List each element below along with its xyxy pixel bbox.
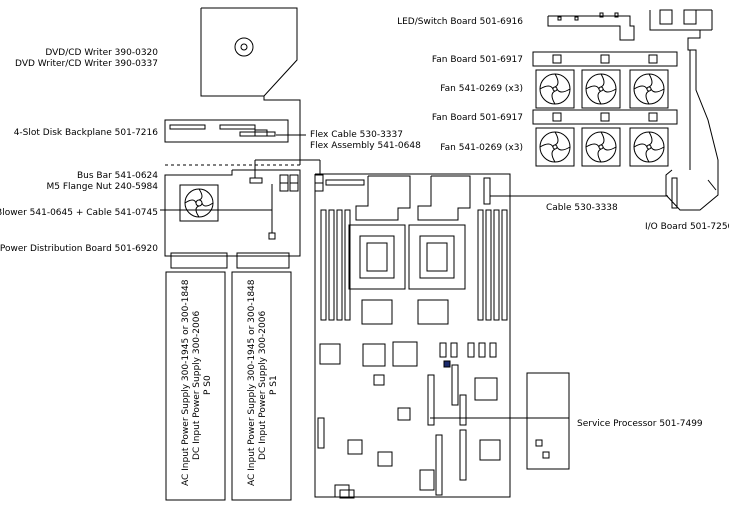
label-fan-board-1: Fan Board 501-6917 [432, 55, 523, 65]
label-fan-2: Fan 541-0269 (x3) [440, 143, 523, 153]
fans-2 [535, 127, 669, 167]
fan-board-2 [532, 109, 678, 125]
led-switch-board [547, 12, 635, 41]
label-bus-bar: Bus Bar 541-0624 [77, 171, 158, 181]
label-ps0-line3: P S0 [203, 375, 213, 395]
fans-1 [535, 69, 669, 109]
label-flex-cable: Flex Cable 530-3337 [310, 130, 403, 140]
label-flex-assembly: Flex Assembly 541-0648 [310, 141, 421, 151]
label-blower: Blower 541-0645 + Cable 541-0745 [0, 208, 158, 218]
disk-backplane [164, 119, 289, 143]
label-io-board: I/O Board 501-7256 [645, 222, 729, 232]
label-dvd-writer-1: DVD/CD Writer 390-0320 [45, 48, 158, 58]
dvd-drive [200, 7, 301, 165]
blower [179, 184, 219, 222]
label-ps1-line3: P S1 [269, 375, 279, 395]
service-processor [526, 372, 570, 470]
label-ps0-line2: DC Input Power Supply 300-2006 [192, 311, 202, 460]
label-fan-1: Fan 541-0269 (x3) [440, 84, 523, 94]
label-disk-backplane: 4-Slot Disk Backplane 501-7216 [14, 128, 159, 138]
fan-board-1 [532, 51, 678, 67]
leader-lines [160, 195, 668, 211]
power-distribution-board [164, 169, 301, 269]
io-board [649, 9, 719, 211]
flex-cable-assembly [254, 134, 365, 192]
label-led-switch: LED/Switch Board 501-6916 [397, 17, 523, 27]
power-supply-ps0 [165, 271, 226, 501]
label-ps0-line1: AC Input Power Supply 300-1945 or 300-18… [181, 279, 191, 486]
label-cable: Cable 530-3338 [546, 203, 618, 213]
label-ps1-line1: AC Input Power Supply 300-1945 or 300-18… [247, 279, 257, 486]
label-dvd-writer-2: DVD Writer/CD Writer 390-0337 [15, 59, 158, 69]
power-supply-ps1 [231, 271, 292, 501]
label-service-processor: Service Processor 501-7499 [577, 419, 703, 429]
label-flange-nut: M5 Flange Nut 240-5984 [46, 182, 158, 192]
label-fan-board-2: Fan Board 501-6917 [432, 113, 523, 123]
label-power-board: Power Distribution Board 501-6920 [0, 244, 158, 254]
label-ps1-line2: DC Input Power Supply 300-2006 [258, 311, 268, 460]
motherboard [314, 173, 536, 499]
